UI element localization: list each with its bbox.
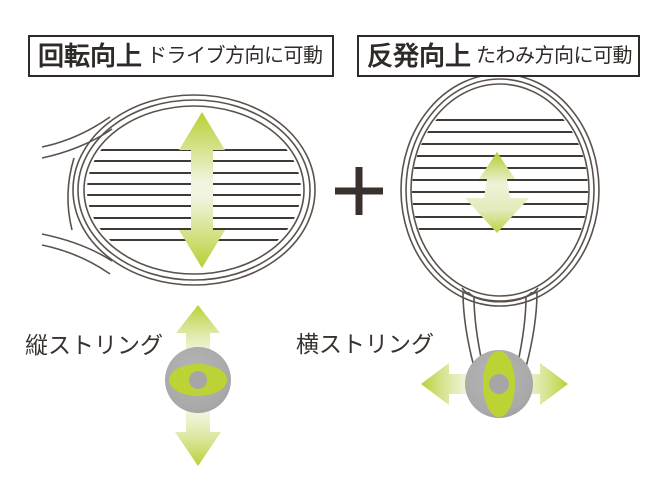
rotation-improvement-subtitle: ドライブ方向に可動 (147, 45, 323, 67)
rebound-improvement-subtitle: たわみ方向に可動 (476, 45, 633, 67)
grommet-right-arrow-icon (517, 363, 568, 405)
plus-icon (335, 167, 383, 215)
grommet-hole (189, 371, 207, 389)
grommet-hole (489, 374, 509, 394)
grommet-left-arrow-icon (421, 363, 473, 405)
flex-direction-arrow-icon (465, 152, 529, 233)
rebound-improvement-title: 反発向上 (367, 41, 472, 71)
horizontal-string-label: 横ストリング (296, 331, 434, 357)
rotation-improvement-box: 回転向上 ドライブ方向に可動 (28, 35, 334, 77)
vertical-string-grommet-icon (165, 305, 231, 466)
horizontal-string-grommet-icon (421, 350, 568, 418)
side-racket-throat (41, 116, 113, 275)
rebound-improvement-box: 反発向上 たわみ方向に可動 (357, 35, 640, 77)
vertical-string-label: 縦ストリング (25, 332, 163, 358)
grommet-up-arrow-icon (176, 305, 220, 357)
grommet-down-arrow-icon (175, 409, 221, 466)
drive-direction-arrow-icon (179, 112, 225, 268)
side-view-racket-illustration (41, 94, 316, 286)
rotation-improvement-title: 回転向上 (38, 41, 143, 71)
